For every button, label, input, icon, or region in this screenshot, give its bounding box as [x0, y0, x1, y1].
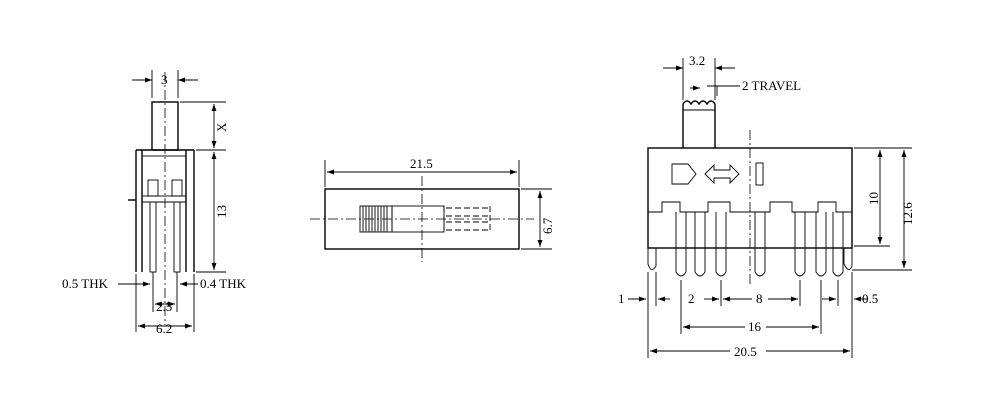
dim-width-label: 6.2 — [156, 321, 172, 336]
dim-spacing-label: 2.5 — [156, 299, 172, 314]
top-view: 21.5 6.7 — [310, 156, 555, 262]
side-view: 3 X 13 0.5 THK 0.4 THK 2.5 6.2 — [62, 70, 247, 336]
dim-height-label: 13 — [214, 205, 229, 218]
dim-first-pitch-label: 2 — [688, 291, 695, 306]
front-view: 3.2 2 TRAVEL 10 12.6 1 2 8 0.5 — [618, 53, 915, 359]
dim-pin-left-label: 0.5 THK — [62, 276, 109, 291]
dim-left-offset-label: 1 — [618, 291, 625, 306]
dim-pitch-label: 8 — [756, 291, 763, 306]
dim-body-label: 10 — [866, 192, 881, 205]
dim-actuator-label: 3.2 — [689, 53, 705, 68]
dim-x-label: X — [214, 122, 229, 132]
terminal-pins — [647, 212, 853, 277]
dim-overall-label: 20.5 — [734, 344, 757, 359]
dim-top-label: 3 — [161, 72, 168, 87]
knurl-lines — [362, 206, 388, 232]
dim-length-label: 21.5 — [410, 156, 433, 171]
dim-pin-right-label: 0.4 THK — [200, 276, 247, 291]
dim-right-offset-label: 0.5 — [862, 291, 878, 306]
dim-width-label-top: 6.7 — [540, 217, 555, 234]
dim-pin-span-label: 16 — [748, 319, 762, 334]
dim-travel-label: 2 TRAVEL — [742, 78, 801, 93]
dim-total-label: 12.6 — [900, 202, 915, 225]
